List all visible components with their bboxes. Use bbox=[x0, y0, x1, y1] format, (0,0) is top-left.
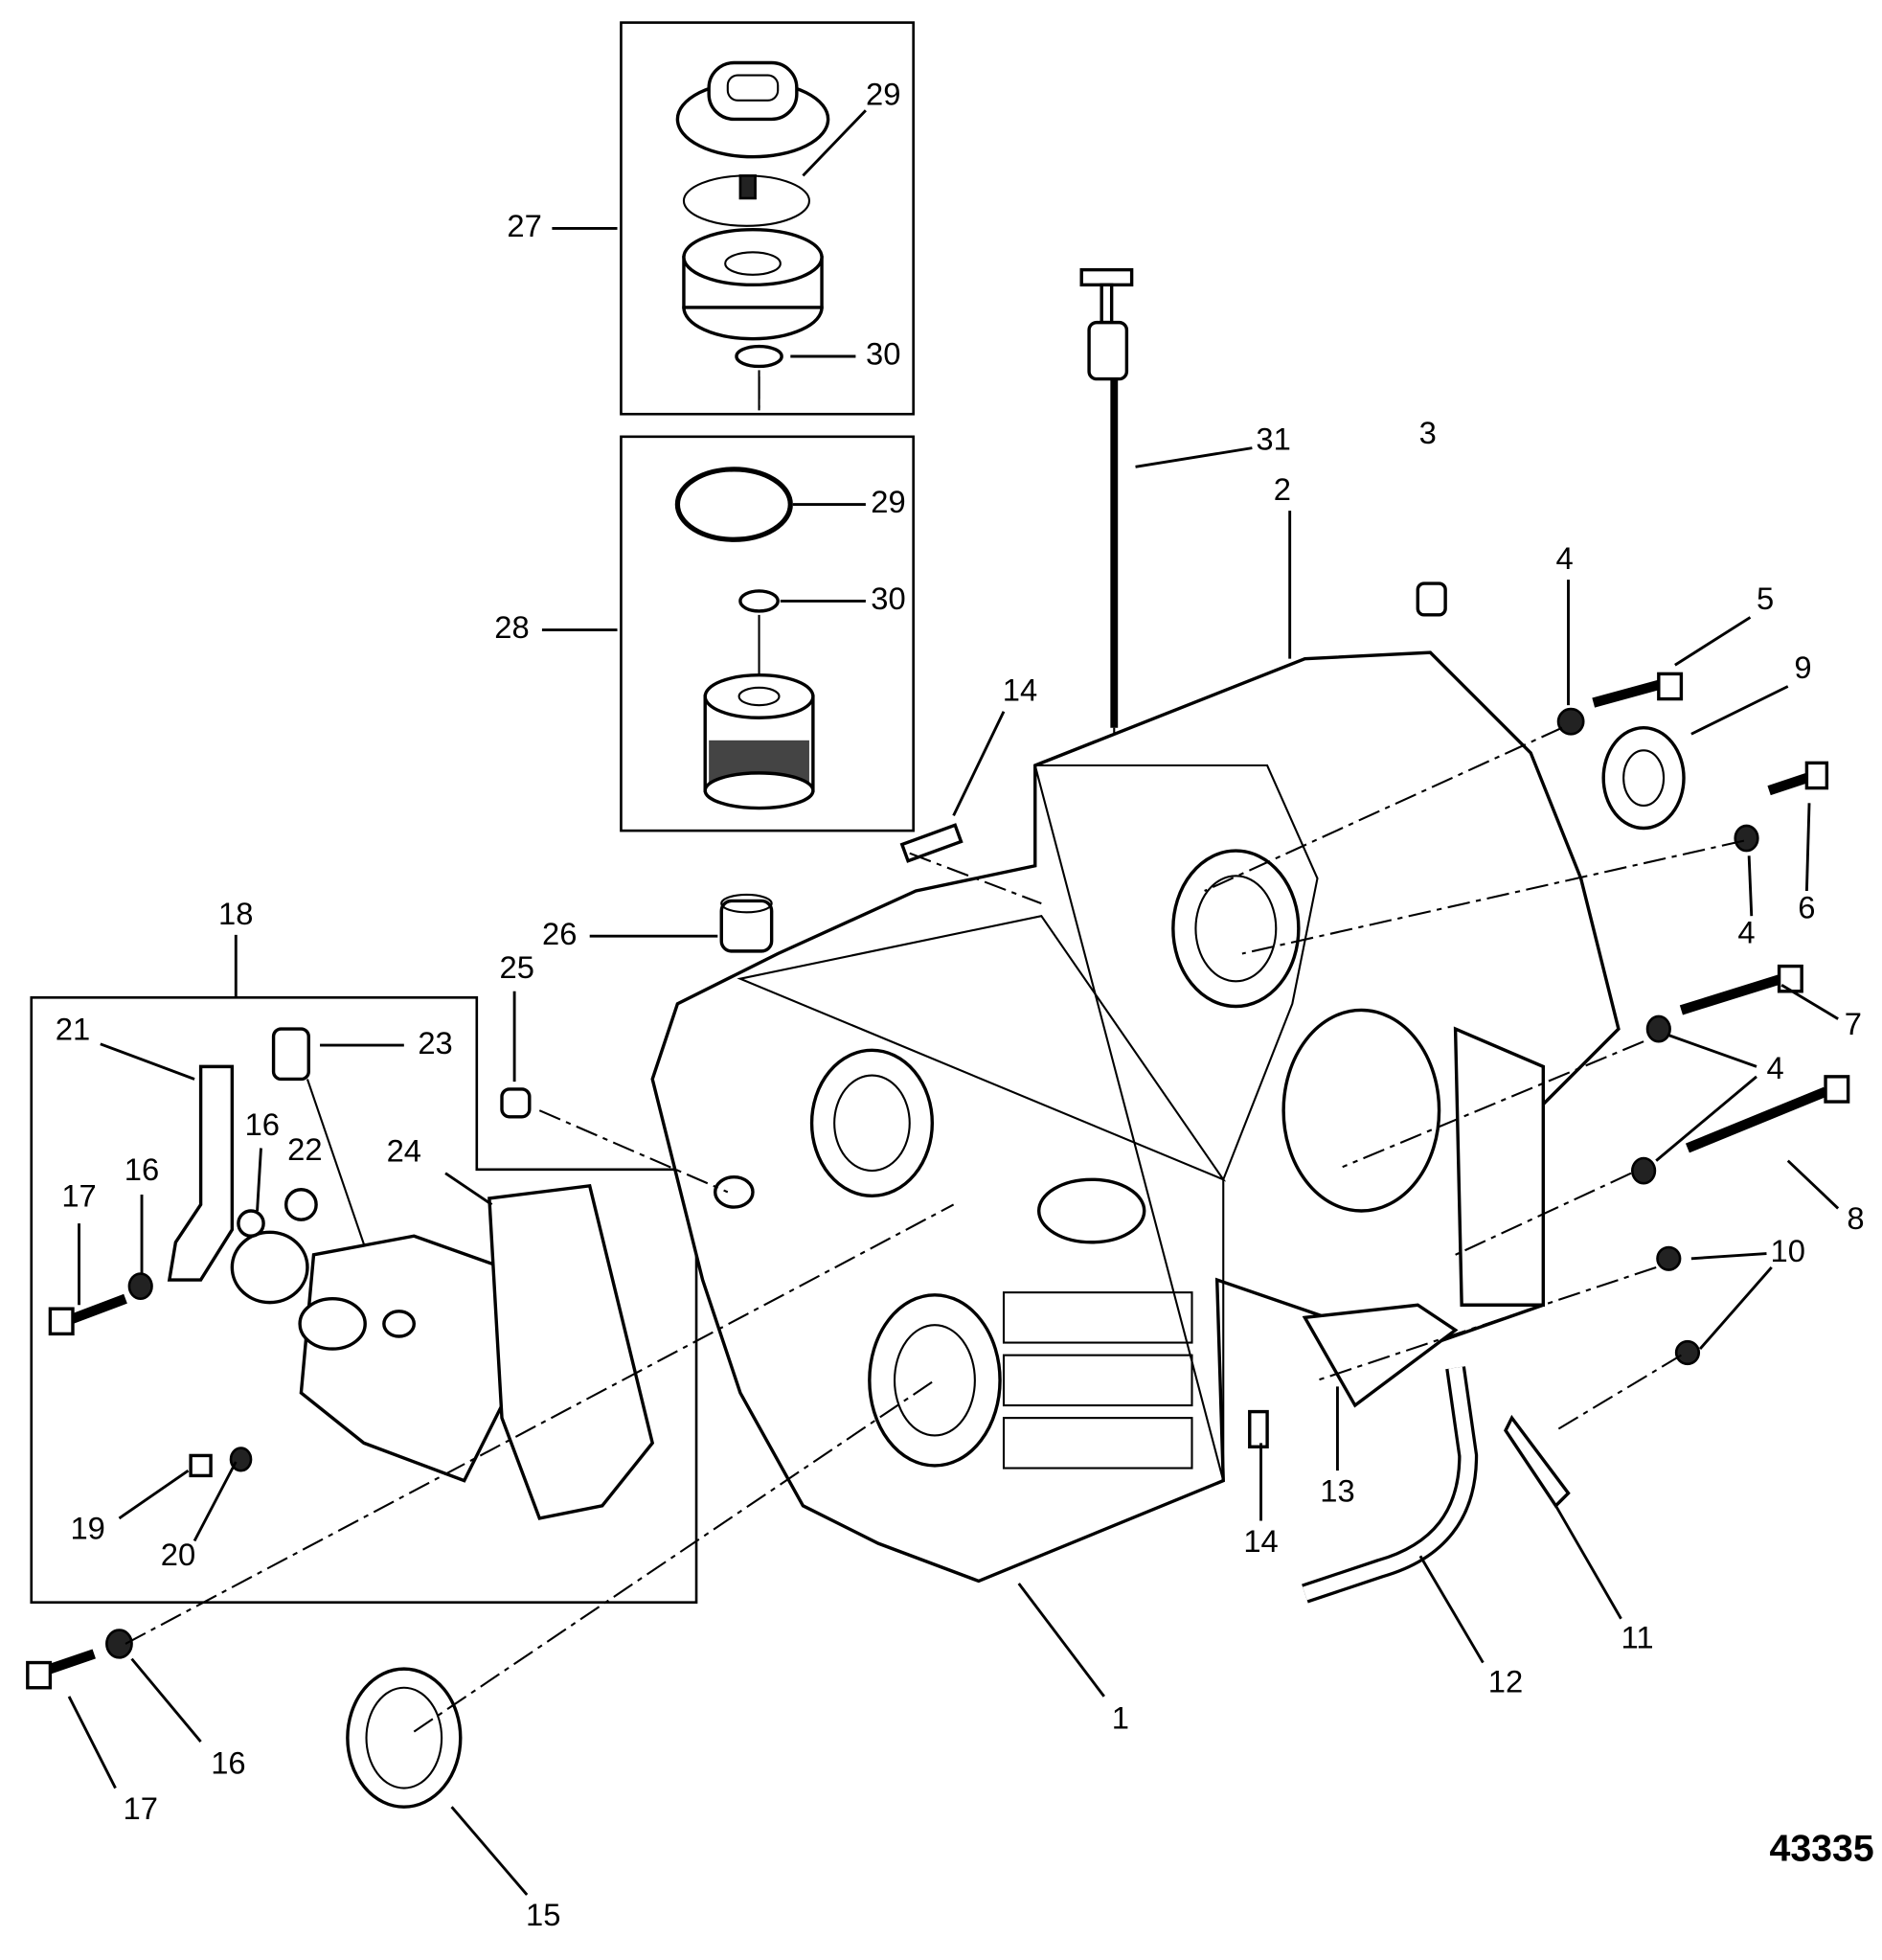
callout-4: 4 bbox=[1737, 915, 1755, 950]
callout-1: 1 bbox=[1112, 1699, 1129, 1735]
callout-17: 17 bbox=[61, 1178, 96, 1214]
callout-14: 14 bbox=[1243, 1523, 1278, 1559]
callout-30: 30 bbox=[866, 336, 900, 372]
callout-23: 23 bbox=[418, 1025, 452, 1060]
callout-14: 14 bbox=[1003, 672, 1037, 708]
callout-27: 27 bbox=[507, 208, 541, 243]
callout-12: 12 bbox=[1488, 1663, 1523, 1698]
callout-29: 29 bbox=[866, 77, 900, 112]
callout-26: 26 bbox=[542, 916, 577, 951]
callout-16: 16 bbox=[211, 1745, 245, 1781]
callout-19: 19 bbox=[70, 1511, 104, 1546]
leader-lines bbox=[67, 109, 1840, 1896]
callout-31: 31 bbox=[1256, 422, 1290, 457]
callout-2: 2 bbox=[1274, 471, 1291, 507]
callout-16: 16 bbox=[125, 1151, 159, 1187]
callout-4: 4 bbox=[1767, 1050, 1784, 1085]
callout-5: 5 bbox=[1757, 581, 1774, 616]
callout-16: 16 bbox=[245, 1106, 280, 1142]
callout-7: 7 bbox=[1845, 1006, 1862, 1041]
callout-11: 11 bbox=[1621, 1620, 1654, 1655]
callout-28: 28 bbox=[494, 609, 529, 645]
callout-21: 21 bbox=[56, 1011, 90, 1046]
callout-13: 13 bbox=[1320, 1472, 1354, 1508]
callout-8: 8 bbox=[1847, 1200, 1864, 1236]
kit-box-28 bbox=[620, 435, 915, 832]
fill-cap-icon bbox=[675, 60, 830, 408]
callout-25: 25 bbox=[500, 949, 534, 985]
callout-30: 30 bbox=[871, 581, 905, 616]
callout-9: 9 bbox=[1794, 650, 1811, 685]
oil-filter-icon bbox=[674, 467, 815, 810]
kit-box-27 bbox=[620, 21, 915, 416]
dipstick-icon bbox=[1079, 267, 1134, 829]
callout-4: 4 bbox=[1555, 540, 1573, 576]
callout-18: 18 bbox=[218, 896, 253, 931]
alignment-lines bbox=[125, 376, 1745, 1733]
callout-20: 20 bbox=[161, 1537, 195, 1572]
fasteners-right-icon bbox=[500, 581, 1850, 1604]
transmission-housing-icon bbox=[650, 650, 1621, 1584]
callout-6: 6 bbox=[1798, 889, 1815, 924]
callout-3: 3 bbox=[1419, 415, 1437, 450]
figure-number: 43335 bbox=[1770, 1827, 1874, 1869]
callout-10: 10 bbox=[1771, 1233, 1805, 1268]
callout-15: 15 bbox=[526, 1897, 560, 1932]
callout-24: 24 bbox=[387, 1132, 421, 1168]
callout-22: 22 bbox=[287, 1131, 322, 1167]
callout-29: 29 bbox=[871, 484, 905, 519]
callout-17: 17 bbox=[124, 1790, 158, 1826]
valve-assembly-icon bbox=[26, 1027, 655, 1809]
